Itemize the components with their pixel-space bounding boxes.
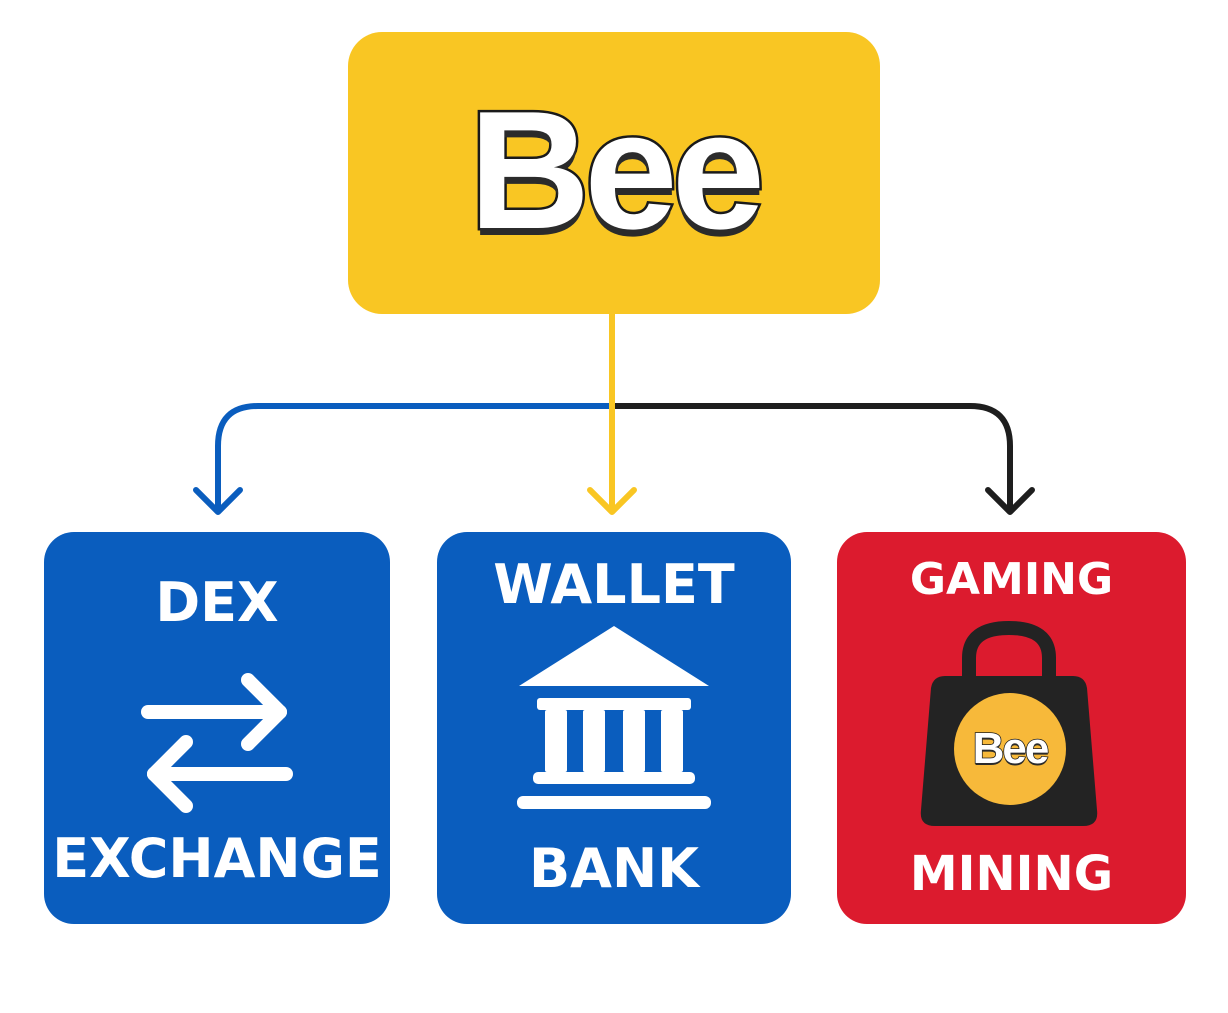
exchange-arrows-icon bbox=[141, 673, 293, 813]
bank-building-icon bbox=[517, 626, 711, 809]
card-dex: DEX EXCHANGE bbox=[44, 532, 390, 924]
bee-coin-badge: Bee bbox=[954, 693, 1066, 805]
connector-to-dex bbox=[215, 403, 615, 511]
card-wallet-title: WALLET bbox=[493, 553, 735, 616]
connector-to-gaming bbox=[609, 403, 1013, 511]
card-wallet-subtitle: BANK bbox=[529, 837, 699, 900]
root-node-bee: Bee bbox=[348, 32, 880, 314]
card-dex-subtitle: EXCHANGE bbox=[52, 827, 382, 890]
card-dex-title: DEX bbox=[155, 571, 279, 634]
arrowhead-wallet bbox=[587, 487, 637, 515]
arrowhead-dex bbox=[193, 487, 243, 515]
card-wallet: WALLET BANK bbox=[437, 532, 791, 924]
bee-coin-text: Bee bbox=[972, 724, 1050, 773]
arrowhead-gaming bbox=[985, 487, 1035, 515]
bee-logo: Bee bbox=[466, 76, 767, 264]
card-gaming-title: GAMING bbox=[909, 554, 1114, 605]
card-gaming-subtitle: MINING bbox=[909, 846, 1114, 902]
